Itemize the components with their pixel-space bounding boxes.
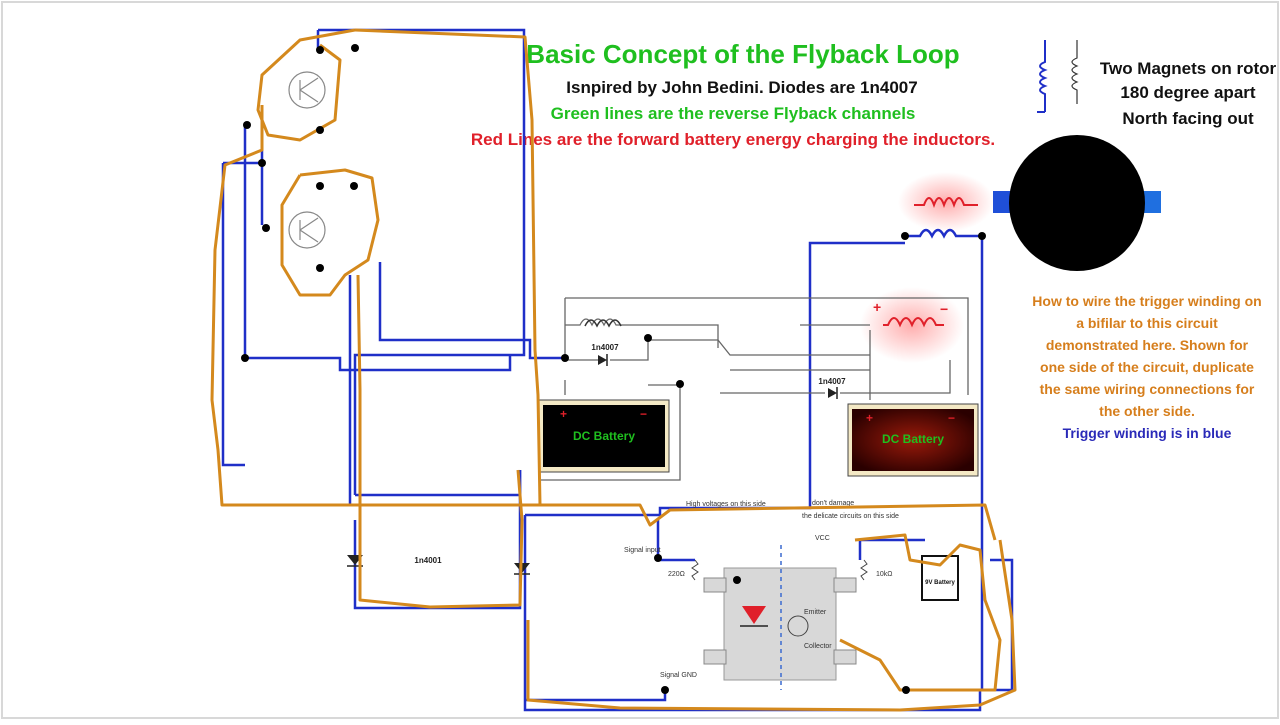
rotor-note-line2: 180 degree apart bbox=[1120, 83, 1255, 102]
magnet-left bbox=[993, 191, 1013, 213]
rotor-note-line3: North facing out bbox=[1122, 109, 1254, 128]
battery-left: DC Battery + − bbox=[538, 399, 670, 473]
led-triangle bbox=[742, 606, 766, 624]
diode-mid-label: 1n4007 bbox=[818, 377, 846, 386]
wiring-note-line7: Trigger winding is in blue bbox=[1063, 425, 1232, 441]
wiring-note-line5: the same wiring connections for bbox=[1040, 381, 1255, 397]
battery-right-plus: + bbox=[866, 411, 873, 425]
flyback-loops bbox=[210, 28, 1017, 712]
battery-right: DC Battery + − bbox=[847, 403, 979, 477]
dont-damage-note: don't damage bbox=[812, 500, 854, 507]
diode-bottom-label: 1n4001 bbox=[414, 556, 442, 565]
diagram-title: Basic Concept of the Flyback Loop bbox=[526, 39, 959, 69]
battery-right-label: DC Battery bbox=[882, 432, 944, 446]
signal-gnd-label: Signal GND bbox=[660, 672, 697, 679]
battery-right-minus: − bbox=[948, 411, 955, 425]
primary-circuit bbox=[540, 297, 969, 481]
wiring-note-line2: a bifilar to this circuit bbox=[1076, 315, 1218, 331]
battery-left-label: DC Battery bbox=[573, 429, 635, 443]
transistors bbox=[288, 71, 326, 249]
bifilar-coil-icon bbox=[1037, 40, 1079, 113]
vcc-label: VCC bbox=[815, 535, 830, 542]
emitter-label: Emitter bbox=[804, 609, 827, 616]
transistor-top bbox=[288, 71, 326, 109]
wiring-note-line1: How to wire the trigger winding on bbox=[1032, 293, 1261, 309]
rotor-coil-red bbox=[914, 197, 978, 208]
optocoupler bbox=[703, 545, 857, 690]
inductor-red bbox=[883, 317, 944, 328]
diode-top bbox=[598, 354, 608, 366]
rotor bbox=[993, 135, 1161, 271]
subtitle-line1: Isnpired by John Bedini. Diodes are 1n40… bbox=[566, 78, 917, 97]
delicate-note: the delicate circuits on this side bbox=[802, 513, 899, 520]
wiring-note-line6: the other side. bbox=[1099, 403, 1195, 419]
collector-label: Collector bbox=[804, 643, 832, 650]
battery-left-plus: + bbox=[560, 407, 567, 421]
primary-coil bbox=[584, 319, 622, 328]
diode-mid bbox=[828, 387, 838, 399]
high-voltage-note: High voltages on this side bbox=[686, 501, 766, 508]
battery-left-minus: − bbox=[640, 407, 647, 421]
diode-top-label: 1n4007 bbox=[591, 343, 619, 352]
inductor-minus: − bbox=[940, 301, 948, 317]
resistor-220 bbox=[691, 559, 699, 581]
transistor-bottom bbox=[288, 211, 326, 249]
junction-dots bbox=[241, 44, 986, 694]
subtitle-line2: Green lines are the reverse Flyback chan… bbox=[551, 104, 916, 123]
subtitle-line3: Red Lines are the forward battery energy… bbox=[471, 130, 995, 149]
resistor-220-label: 220Ω bbox=[668, 571, 685, 578]
resistor-10k bbox=[860, 559, 868, 581]
resistor-10k-label: 10kΩ bbox=[876, 571, 893, 578]
wiring-note: How to wire the trigger winding on a bif… bbox=[1032, 293, 1261, 441]
wiring-note-line3: demonstrated here. Shown for bbox=[1046, 337, 1249, 353]
magnet-right bbox=[1143, 191, 1161, 213]
signal-input-label: Signal input bbox=[624, 547, 661, 554]
rotor-disc bbox=[1009, 135, 1145, 271]
rotor-note-line1: Two Magnets on rotor bbox=[1100, 59, 1277, 78]
battery-9v-label: 9V Battery bbox=[925, 580, 955, 586]
wiring-note-line4: one side of the circuit, duplicate bbox=[1040, 359, 1254, 375]
inductor-plus: + bbox=[873, 299, 881, 315]
